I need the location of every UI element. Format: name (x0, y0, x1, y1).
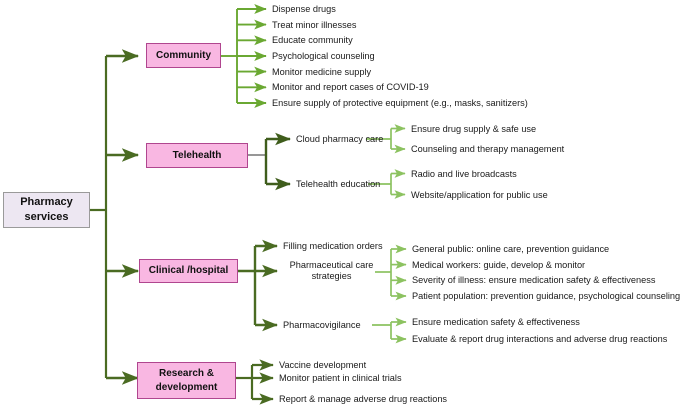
leaf-community-7: Ensure supply of protective equipment (e… (272, 98, 528, 108)
pharm-care-line-2: strategies (311, 271, 352, 282)
leaf-community-1: Dispense drugs (272, 4, 336, 14)
leaf-community-5: Monitor medicine supply (272, 66, 372, 77)
leaf-clinical-strategy-3: Severity of illness: ensure medication s… (412, 275, 656, 286)
leaf-telehealth-education-1: Radio and live broadcasts (411, 168, 517, 179)
leaf-research-2: Monitor patient in clinical trials (279, 373, 402, 383)
node-research-development[interactable]: Research & development (137, 362, 236, 399)
leaf-telehealth-cloud-2: Counseling and therapy management (411, 144, 565, 155)
leaf-community-4: Psychological counseling (272, 51, 375, 61)
leaf-community-3: Educate community (272, 35, 353, 46)
leaf-research-3: Report & manage adverse drug reactions (279, 394, 448, 404)
leaf-community-2: Treat minor illnesses (272, 19, 357, 30)
node-telehealth[interactable]: Telehealth (146, 143, 248, 168)
leaf-research-1: Vaccine development (279, 360, 367, 370)
root-line-2: services (24, 211, 69, 223)
leaf-clinical-strategy-2: Medical workers: guide, develop & monito… (412, 259, 586, 270)
leaf-clinical-filling-medication-orders: Filling medication orders (283, 241, 383, 251)
pharm-care-line-1: Pharmaceutical care (289, 260, 374, 270)
root-line-1: Pharmacy (20, 196, 73, 209)
node-clinical-hospital[interactable]: Clinical /hospital (139, 259, 238, 283)
leaf-telehealth-cloud-1: Ensure drug supply & safe use (411, 123, 537, 134)
node-research-development-label: Research & development (156, 367, 218, 394)
research-line-2: development (155, 381, 218, 393)
leaf-telehealth-cloud-pharmacy-care: Cloud pharmacy care (296, 134, 384, 144)
node-pharmacy-services[interactable]: Pharmacy services (3, 192, 90, 228)
leaf-clinical-pharmacovigilance: Pharmacovigilance (283, 320, 361, 330)
leaf-community-6: Monitor and report cases of COVID-19 (272, 82, 429, 93)
leaf-telehealth-education-2: Website/application for public use (411, 189, 548, 200)
leaf-clinical-strategy-1: General public: online care, prevention … (412, 244, 610, 254)
research-line-1: Research & (158, 368, 215, 379)
node-pharmacy-services-label: Pharmacy services (20, 195, 73, 225)
leaf-clinical-pharmaceutical-care-strategies: Pharmaceutical care strategies (283, 260, 380, 282)
leaf-clinical-strategy-4: Patient population: prevention guidance,… (412, 291, 681, 301)
node-community[interactable]: Community (146, 43, 221, 68)
leaf-clinical-pharmacovigilance-1: Ensure medication safety & effectiveness (412, 317, 580, 327)
leaf-clinical-pharmacovigilance-2: Evaluate & report drug interactions and … (412, 334, 668, 344)
leaf-telehealth-education: Telehealth education (296, 179, 381, 189)
